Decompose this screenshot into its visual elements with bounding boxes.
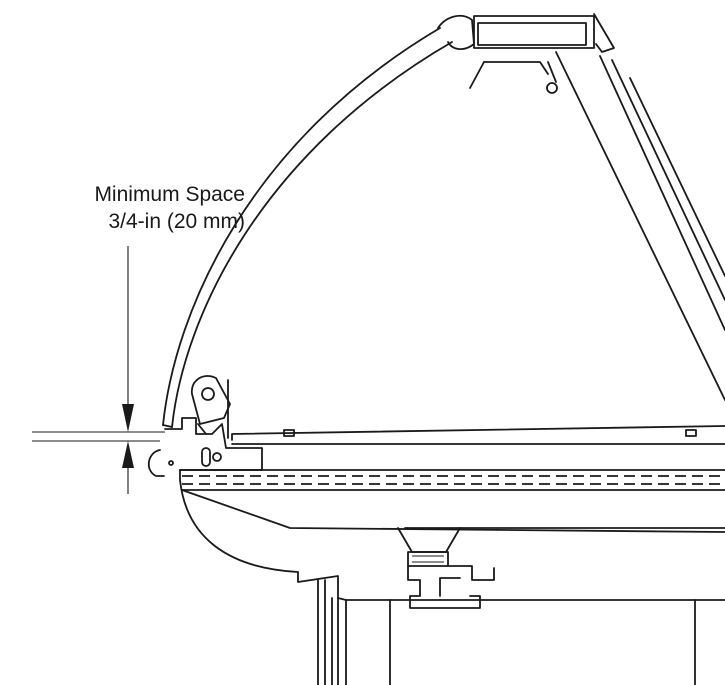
lower-front-panel: [179, 469, 725, 601]
curved-front-glass: [162, 27, 453, 428]
drain-fitting: [397, 527, 495, 609]
annotation-line-2: 3/4-in (20 mm): [108, 210, 245, 233]
annotation-line-1: Minimum Space: [94, 183, 245, 206]
minimum-space-dimension: [32, 246, 165, 494]
front-rail-assembly: [147, 375, 263, 477]
rear-glass-panel: [555, 51, 725, 401]
deck-shelf: [179, 425, 725, 491]
base-supports: [317, 579, 725, 685]
top-hinge-frame: [437, 13, 615, 94]
